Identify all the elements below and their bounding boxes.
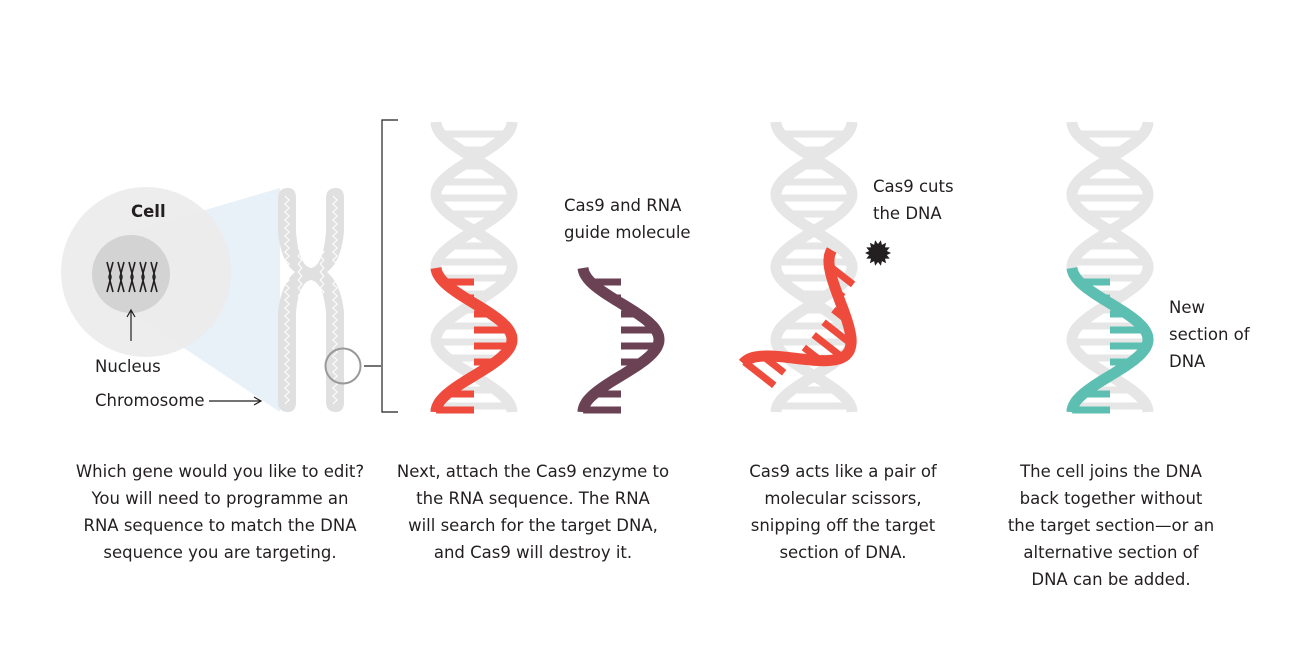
cas9-enzyme <box>865 240 891 266</box>
caption-step2: Next, attach the Cas9 enzyme to the RNA … <box>388 458 678 566</box>
dna-backbone <box>430 121 518 413</box>
caption-step4: The cell joins the DNA back together wit… <box>990 458 1232 593</box>
cas9-cuts-label-line: the DNA <box>873 204 942 223</box>
dna-helix-step2 <box>430 121 518 413</box>
cas9-rna-label-line: Cas9 and RNA <box>564 196 682 215</box>
cut-dna-strand <box>738 247 857 389</box>
zoom-bracket <box>381 119 398 413</box>
dna-helix-step3 <box>770 121 858 413</box>
caption-line: sequence you are targeting. <box>103 543 337 562</box>
cell-label: Cell <box>131 202 166 221</box>
teal-dna-strand-group <box>1066 267 1154 414</box>
caption-line: and Cas9 will destroy it. <box>433 543 633 562</box>
chromosome-label: Chromosome <box>95 391 205 410</box>
red-rna-strand <box>430 267 518 413</box>
caption-line: The cell joins the DNA <box>1020 462 1202 481</box>
caption-line: molecular scissors, <box>764 489 922 508</box>
red-rna-strand-group <box>430 267 518 414</box>
chromosome-zoom-circle <box>324 347 362 385</box>
purple-rna-strand-group <box>577 267 665 414</box>
caption-line: alternative section of <box>1023 543 1199 562</box>
caption-line: Which gene would you like to edit? <box>75 462 365 481</box>
caption-step3: Cas9 acts like a pair of molecular sciss… <box>718 458 968 566</box>
rna-guide-molecule <box>577 267 665 414</box>
caption-line: will search for the target DNA, <box>408 516 658 535</box>
nucleus-chromosomes <box>106 261 158 293</box>
cas9-rna-label-line: guide molecule <box>564 223 691 242</box>
caption-step1: Which gene would you like to edit? You w… <box>67 458 373 566</box>
cas9-cuts-label: Cas9 cuts the DNA <box>873 173 954 227</box>
rna-rung <box>742 359 777 389</box>
chromosome <box>278 188 344 412</box>
cas9-rna-label: Cas9 and RNA guide molecule <box>564 192 691 246</box>
caption-line: Cas9 acts like a pair of <box>749 462 937 481</box>
purple-rna-strand <box>577 267 665 413</box>
caption-line: RNA sequence to match the DNA <box>83 516 357 535</box>
caption-line: DNA can be added. <box>1031 570 1191 589</box>
chromosome-arrow <box>209 396 263 406</box>
dna-backbone <box>1066 121 1154 413</box>
caption-line: You will need to programme an <box>91 489 349 508</box>
cut-red-strand-group <box>738 247 857 389</box>
caption-line: section of DNA. <box>779 543 907 562</box>
new-section-label-line: DNA <box>1169 352 1206 371</box>
dna-helix-step4 <box>1066 121 1154 413</box>
cut-red-strand <box>738 247 857 368</box>
teal-dna-strand <box>1066 267 1154 413</box>
caption-line: back together without <box>1019 489 1203 508</box>
caption-line: the target section—or an <box>1007 516 1215 535</box>
new-section-label-line: New <box>1169 298 1205 317</box>
new-section-label-line: section of <box>1169 325 1250 344</box>
rna-guide-bound <box>430 267 518 414</box>
cas9-cuts-label-line: Cas9 cuts <box>873 177 954 196</box>
caption-line: Next, attach the Cas9 enzyme to <box>396 462 670 481</box>
nucleus-arrow <box>126 308 136 341</box>
nucleus-label: Nucleus <box>95 357 161 376</box>
caption-line: snipping off the target <box>750 516 936 535</box>
new-dna-section <box>1066 267 1154 414</box>
caption-line: the RNA sequence. The RNA <box>416 489 650 508</box>
new-section-label: New section of DNA <box>1169 294 1250 375</box>
